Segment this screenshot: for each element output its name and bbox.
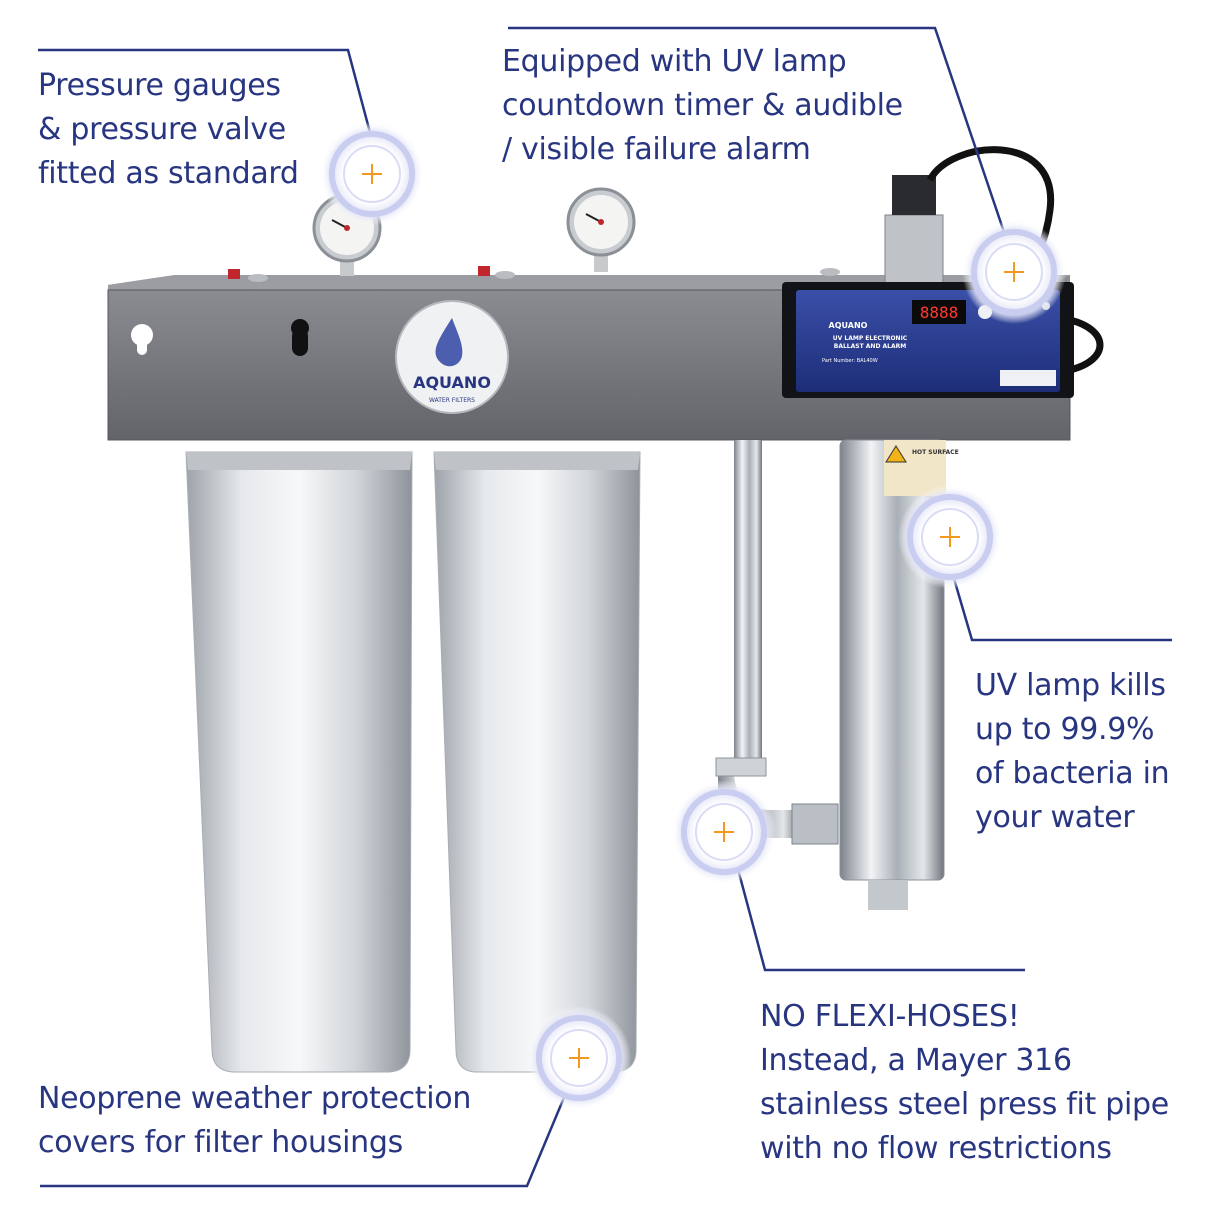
plus-icon <box>1004 262 1024 282</box>
plus-icon <box>714 822 734 842</box>
part-number: Part Number: BAL40W <box>822 358 878 364</box>
callout-line: stainless steel press fit pipe <box>760 1087 1169 1122</box>
filter-cover-left <box>185 451 413 1073</box>
leader-pipe <box>733 857 1025 972</box>
callout-line: of bacteria in <box>975 756 1170 791</box>
callout-line: with no flow restrictions <box>760 1131 1112 1166</box>
callout-neoprene-covers: Neoprene weather protection covers for f… <box>38 1077 471 1165</box>
keyhole-left <box>131 324 153 355</box>
leader-cover <box>40 1087 570 1188</box>
callout-line: Instead, a Mayer 316 <box>760 1043 1072 1078</box>
callout-line: Equipped with UV lamp <box>502 44 847 79</box>
hotspot-cover[interactable] <box>527 1006 631 1110</box>
callout-line: your water <box>975 800 1135 835</box>
callout-line: NO FLEXI-HOSES! <box>760 999 1020 1034</box>
callout-line: covers for filter housings <box>38 1125 403 1160</box>
logo-text: AQUANO <box>413 373 491 392</box>
controller-title-2: BALLAST AND ALARM <box>834 343 906 350</box>
callout-line: countdown timer & audible <box>502 88 903 123</box>
callout-uv-lamp: UV lamp kills up to 99.9% of bacteria in… <box>975 664 1170 840</box>
callout-line: & pressure valve <box>38 112 286 147</box>
hotspot-uv[interactable] <box>898 485 1002 589</box>
controller-display: 8888 <box>920 303 959 322</box>
plus-icon <box>569 1048 589 1068</box>
filter-cover-right <box>433 451 641 1073</box>
hotspot-timer[interactable] <box>962 220 1066 324</box>
controller-title-1: UV LAMP ELECTRONIC <box>833 335 908 342</box>
plus-icon <box>362 164 382 184</box>
callout-line: up to 99.9% <box>975 712 1155 747</box>
hotspot-gauges[interactable] <box>320 122 424 226</box>
callout-pressure-gauges: Pressure gauges & pressure valve fitted … <box>38 64 299 196</box>
hotspot-pipe[interactable] <box>672 780 776 884</box>
callout-press-fit-pipe: NO FLEXI-HOSES! Instead, a Mayer 316 sta… <box>760 995 1169 1171</box>
callout-line: UV lamp kills <box>975 668 1166 703</box>
plus-icon <box>940 527 960 547</box>
warning-label: HOT SURFACE <box>912 449 959 456</box>
callout-line: / visible failure alarm <box>502 132 811 167</box>
leader-timer <box>508 26 1008 239</box>
callout-lines <box>38 26 1172 1188</box>
brand-logo: AQUANO WATER FILTERS <box>395 300 509 414</box>
leader-uv <box>948 564 1172 642</box>
leader-gauges <box>38 48 374 141</box>
logo-subtext: WATER FILTERS <box>429 397 475 404</box>
callout-line: Pressure gauges <box>38 68 281 103</box>
keyhole-right <box>291 319 309 356</box>
callout-line: Neoprene weather protection <box>38 1081 472 1116</box>
controller-brand: AQUANO <box>829 321 868 330</box>
callout-line: fitted as standard <box>38 156 299 191</box>
callout-uv-timer: Equipped with UV lamp countdown timer & … <box>502 40 903 172</box>
pressure-gauge-right <box>566 187 636 272</box>
